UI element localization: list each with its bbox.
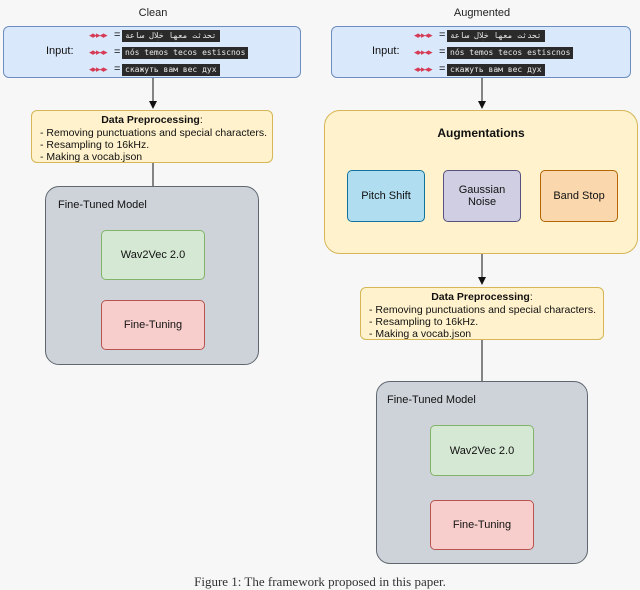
augmented-wav2vec-node: Wav2Vec 2.0	[430, 425, 534, 476]
chevron-down-icon: ˇ	[482, 40, 485, 47]
augmentations-title: Augmentations	[437, 126, 525, 140]
chevron-down-icon: ˇ	[157, 40, 160, 47]
waveform-icon: ◂▸▸◂▸	[414, 64, 433, 74]
transcript-sample-portuguese: nós temos tecos estiscnos	[122, 47, 249, 59]
waveform-icon: ◂▸▸◂▸	[89, 64, 108, 74]
augmented-finetuning-node: Fine-Tuning	[430, 500, 534, 550]
augmented-input-box: Input: ◂▸▸◂▸ = تحدثت معها خلال ساعة ˇ ◂▸…	[331, 26, 631, 78]
preprocessing-step: - Removing punctuations and special char…	[40, 127, 268, 139]
waveform-icon: ◂▸▸◂▸	[414, 30, 433, 40]
clean-preprocessing-box: Data Preprocessing: - Removing punctuati…	[31, 110, 273, 163]
transcript-sample-arabic: تحدثت معها خلال ساعة	[122, 30, 220, 42]
clean-wav2vec-node: Wav2Vec 2.0	[101, 230, 205, 280]
transcript-sample-russian: скажуть вам вес дух	[447, 64, 545, 76]
augmented-model-title: Fine-Tuned Model	[387, 394, 476, 406]
clean-column-title: Clean	[138, 7, 168, 19]
clean-model-title: Fine-Tuned Model	[58, 199, 147, 211]
equals-sign: =	[114, 46, 121, 58]
augmented-preprocessing-box: Data Preprocessing: - Removing punctuati…	[360, 287, 604, 340]
pitch-shift-node: Pitch Shift	[347, 170, 425, 222]
preprocessing-step: - Resampling to 16kHz.	[369, 316, 479, 328]
waveform-icon: ◂▸▸◂▸	[89, 30, 108, 40]
clean-preprocessing-steps: - Removing punctuations and special char…	[32, 127, 272, 163]
preprocessing-step: - Resampling to 16kHz.	[40, 139, 150, 151]
clean-input-box: Input: ◂▸▸◂▸ = تحدثت معها خلال ساعة ˇ ◂▸…	[3, 26, 301, 78]
preprocessing-step: - Making a vocab.json	[40, 151, 143, 163]
figure-caption: Figure 1: The framework proposed in this…	[194, 574, 446, 589]
augmented-preprocessing-steps: - Removing punctuations and special char…	[361, 304, 603, 340]
equals-sign: =	[114, 63, 121, 75]
chevron-down-icon: ˇ	[482, 57, 485, 64]
augmented-column-title: Augmented	[453, 7, 511, 19]
waveform-icon: ◂▸▸◂▸	[414, 47, 433, 57]
clean-preprocessing-title: Data Preprocessing:	[101, 114, 203, 126]
waveform-icon: ◂▸▸◂▸	[89, 47, 108, 57]
transcript-sample-russian: скажуть вам вес дух	[122, 64, 220, 76]
preprocessing-step: - Making a vocab.json	[369, 328, 472, 340]
chevron-down-icon: ˇ	[157, 57, 160, 64]
equals-sign: =	[114, 29, 121, 41]
preprocessing-step: - Removing punctuations and special char…	[369, 304, 597, 316]
equals-sign: =	[439, 46, 446, 58]
transcript-sample-portuguese: nós temos tecos estiscnos	[447, 47, 574, 59]
equals-sign: =	[439, 63, 446, 75]
clean-input-label: Input:	[46, 45, 74, 57]
augmented-input-label: Input:	[372, 45, 400, 57]
equals-sign: =	[439, 29, 446, 41]
gaussian-noise-node: Gaussian Noise	[443, 170, 521, 222]
clean-finetuning-node: Fine-Tuning	[101, 300, 205, 350]
band-stop-node: Band Stop	[540, 170, 618, 222]
augmented-preprocessing-title: Data Preprocessing:	[431, 291, 533, 303]
transcript-sample-arabic: تحدثت معها خلال ساعة	[447, 30, 545, 42]
